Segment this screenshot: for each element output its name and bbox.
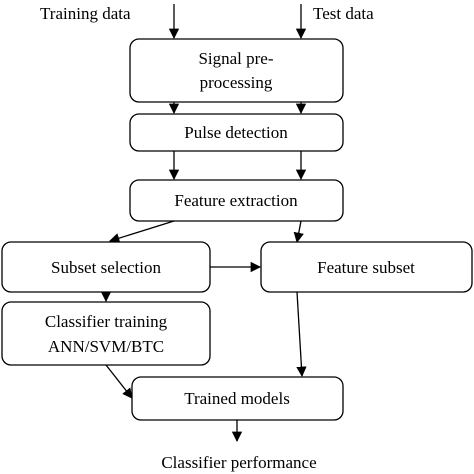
arrow-extraction-to-feature-subset: [293, 220, 304, 244]
feature-subset-label: Feature subset: [317, 258, 415, 277]
pulse-detection-label: Pulse detection: [184, 123, 288, 142]
classifier-training-label-line2: ANN/SVM/BTC: [48, 337, 164, 356]
feature-extraction-box: [129, 179, 344, 222]
feature-subset-box: [260, 241, 473, 293]
signal-preprocessing-box: [129, 38, 344, 103]
arrow-extraction-to-subset-selection: [109, 220, 175, 244]
classifier-performance-label: Classifier performance: [161, 453, 316, 472]
arrow-feature-subset-to-trained-models: [296, 291, 307, 378]
classifier-training-label-line1: Classifier training: [45, 312, 168, 331]
pulse-detection-box: [129, 113, 344, 152]
feature-extraction-label: Feature extraction: [174, 191, 298, 210]
arrow-classifier-training-to-trained-models: [105, 364, 133, 399]
test-data-label: Test data: [313, 4, 374, 23]
signal-preprocessing-label-line2: processing: [200, 73, 273, 92]
trained-models-label: Trained models: [184, 389, 290, 408]
subset-selection-label: Subset selection: [51, 258, 162, 277]
training-data-label: Training data: [40, 4, 131, 23]
signal-preprocessing-label-line1: Signal pre-: [198, 49, 273, 68]
